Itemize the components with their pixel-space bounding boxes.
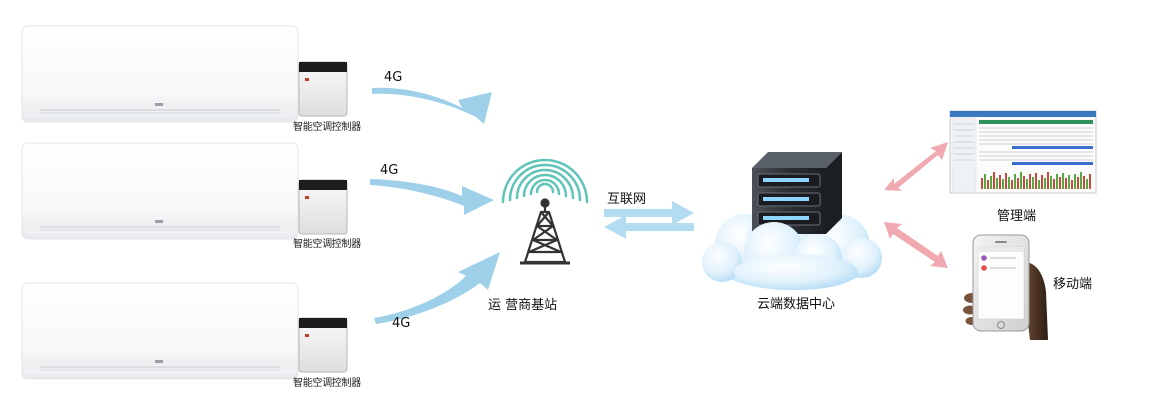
controller-label-2: 智能空调控制器 xyxy=(293,239,361,250)
management-screen xyxy=(949,110,1097,194)
controller-box-3 xyxy=(298,317,348,373)
cell-tower-icon xyxy=(520,198,570,265)
controller-box-1 xyxy=(298,61,348,117)
tower-signal-waves xyxy=(501,158,589,204)
management-arrow xyxy=(884,142,948,191)
controller-box-2 xyxy=(298,179,348,235)
link-label-3: 4G xyxy=(392,316,411,331)
controller-label-3: 智能空调控制器 xyxy=(293,378,361,389)
management-bar-strip xyxy=(981,172,1091,189)
controller-label-1: 智能空调控制器 xyxy=(293,122,361,133)
ac-unit-3 xyxy=(21,282,299,380)
management-label: 管理端 xyxy=(997,209,1037,224)
link-label-1: 4G xyxy=(384,70,403,85)
cloud-label: 云端数据中心 xyxy=(757,297,836,312)
wireless-arrow-1 xyxy=(372,87,492,124)
tower-label: 运 营商基站 xyxy=(488,298,558,313)
ac-unit-2 xyxy=(21,142,299,240)
wireless-arrow-2 xyxy=(370,179,494,215)
internet-label: 互联网 xyxy=(607,192,647,207)
ac-unit-1 xyxy=(21,25,299,123)
mobile-label: 移动端 xyxy=(1053,277,1093,292)
link-label-2: 4G xyxy=(380,163,399,178)
phone-icon xyxy=(972,234,1030,332)
internet-arrow-left xyxy=(604,215,694,239)
internet-arrow-right xyxy=(604,201,694,225)
server-rack-icon xyxy=(752,152,842,234)
cloud-foreground xyxy=(734,222,858,290)
mobile-arrow xyxy=(884,222,948,268)
wireless-arrow-3 xyxy=(374,252,500,324)
